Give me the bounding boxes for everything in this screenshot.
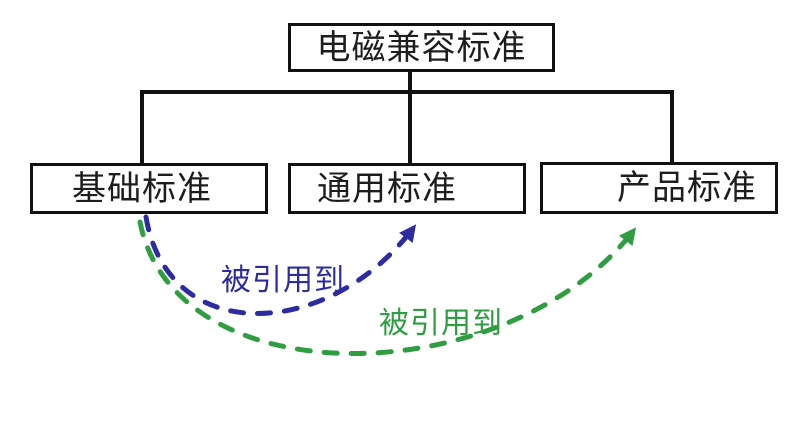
node-emc-standard-label: 电磁兼容标准	[316, 27, 527, 68]
blue-arrow-label: 被引用到	[221, 263, 345, 298]
green-dashed-arrow-basic-to-product	[137, 219, 637, 356]
green-arrow-label: 被引用到	[379, 306, 503, 341]
node-emc-standard: 电磁兼容标准	[288, 23, 555, 72]
node-basic-standard: 基础标准	[30, 163, 268, 214]
node-product-standard: 产品标准	[540, 162, 778, 214]
node-generic-standard-label: 通用标准	[317, 168, 457, 209]
blue-dashed-arrow-basic-to-generic	[143, 214, 417, 316]
node-product-standard-label: 产品标准	[617, 168, 757, 208]
node-basic-standard-label: 基础标准	[72, 168, 212, 209]
node-generic-standard: 通用标准	[288, 163, 526, 214]
